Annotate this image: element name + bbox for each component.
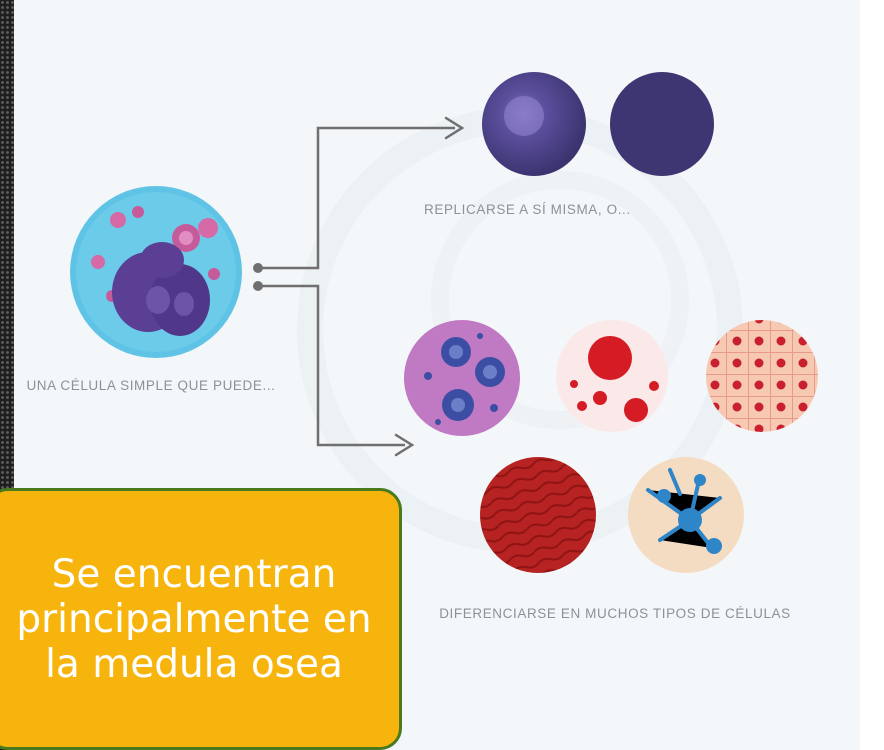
red-blood-cell-icon <box>556 320 668 432</box>
slide-right-edge <box>860 0 884 750</box>
white-blood-cell-icon <box>404 320 520 436</box>
neuron-cell-icon <box>628 457 744 573</box>
caption-differentiate: DIFERENCIARSE EN MUCHOS TIPOS DE CÉLULAS <box>439 606 791 621</box>
connector-lines <box>262 126 455 447</box>
callout-text: Se encuentran principalmente en la medul… <box>16 551 372 687</box>
caption-single-cell: UNA CÉLULA SIMPLE QUE PUEDE... <box>26 378 276 393</box>
daughter-cell-copy-icon <box>610 72 714 176</box>
arrowheads <box>394 116 465 457</box>
daughter-cell-icon <box>482 72 586 176</box>
connector-to-replicate <box>262 126 455 270</box>
arrowhead-replicate-icon <box>444 116 465 140</box>
muscle-cell-icon <box>480 457 596 573</box>
callout-box: Se encuentran principalmente en la medul… <box>0 488 402 750</box>
connector-node-top <box>253 263 263 273</box>
connector-to-differentiate <box>262 284 405 447</box>
caption-replicate: REPLICARSE A SÍ MISMA, O... <box>424 202 631 217</box>
platelet-tissue-icon <box>706 320 818 432</box>
connector-node-bottom <box>253 281 263 291</box>
stem-cell-icon <box>70 186 242 358</box>
arrowhead-differentiate-icon <box>394 433 415 457</box>
